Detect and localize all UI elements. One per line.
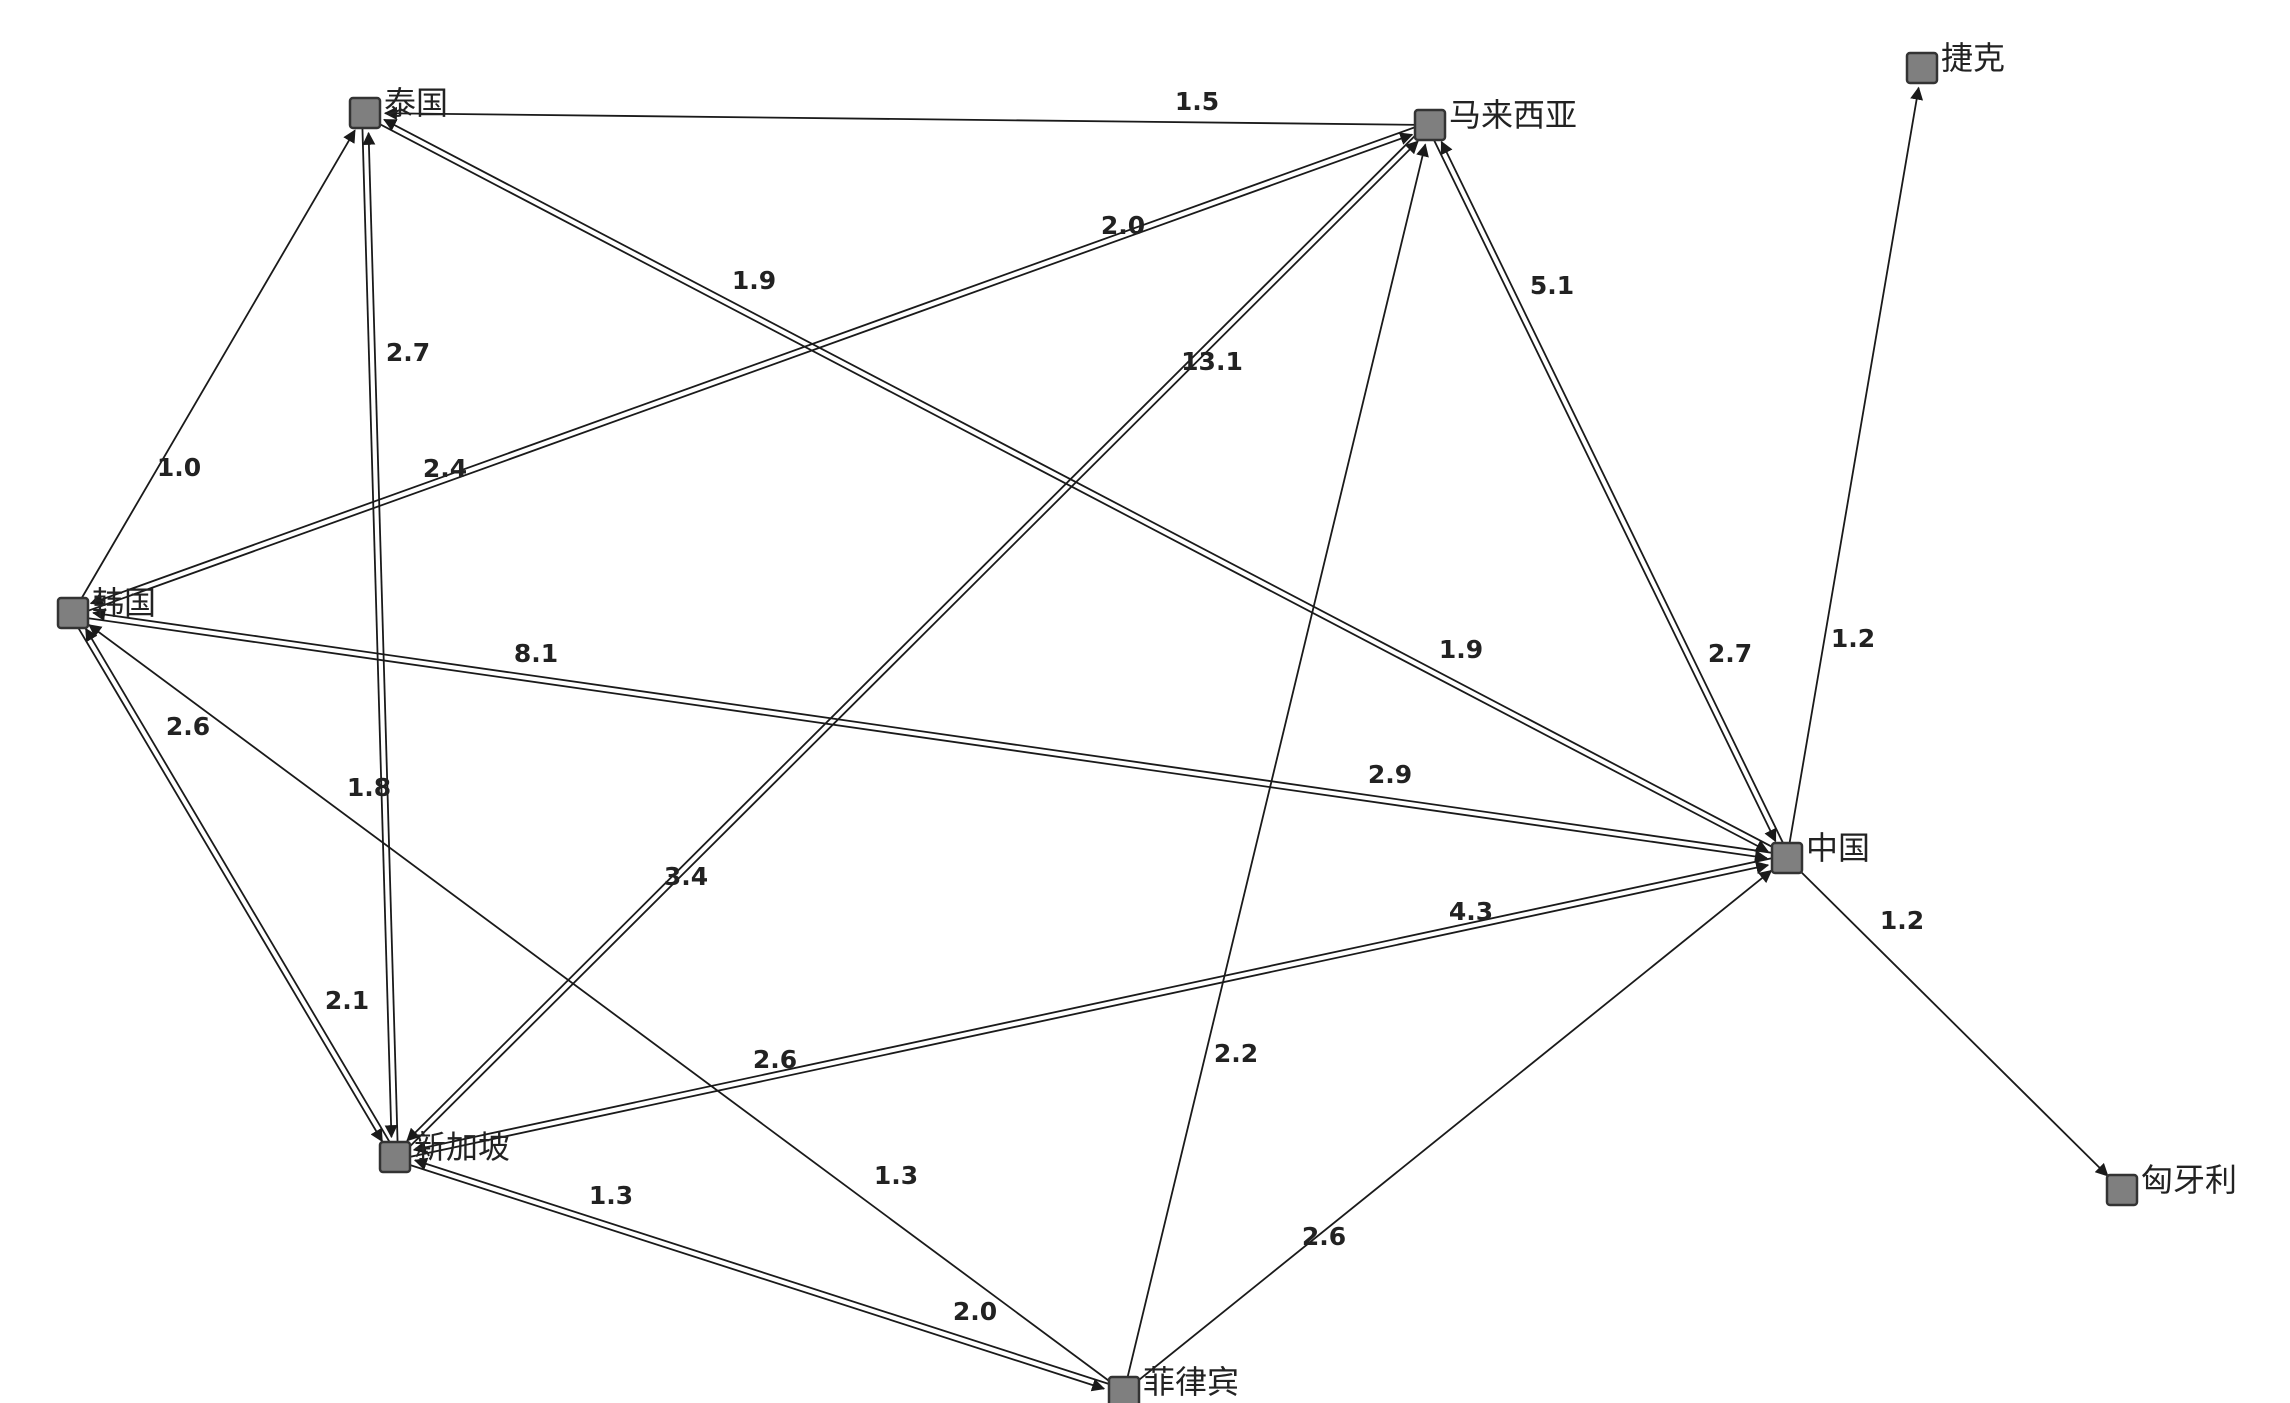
node-czech[interactable]: 捷克 [1905,39,2005,85]
node-box[interactable] [1107,1375,1141,1403]
edge-label-malaysia-to-singapore: 3.4 [664,862,708,891]
edge-malaysia-to-thailand [383,106,1431,126]
edge-china-to-singapore [412,854,1787,1154]
edge-thailand-to-singapore [361,113,398,1139]
edge-label-philippines-to-china: 2.6 [1302,1222,1346,1251]
node-label: 匈牙利 [2141,1161,2237,1199]
edge-philippines-to-china [1123,869,1773,1393]
edge-china-to-hungary [1786,857,2109,1177]
node-label: 菲律宾 [1143,1363,1239,1401]
edge-china-to-malaysia [1440,140,1791,858]
node-box[interactable] [2105,1173,2139,1207]
edge-china-to-thailand [383,118,1789,857]
node-china[interactable]: 中国 [1770,829,1870,875]
node-label: 新加坡 [414,1128,510,1166]
node-label: 泰国 [384,84,448,122]
node-korea[interactable]: 韩国 [56,584,156,630]
node-thailand[interactable]: 泰国 [348,84,448,130]
edge-label-singapore-to-china: 4.3 [1449,897,1493,926]
node-label: 捷克 [1941,39,2005,77]
edge-label-china-to-korea: 2.9 [1368,760,1412,789]
edges-layer [69,86,2109,1393]
edge-korea-to-thailand [72,129,356,614]
edge-label-korea-to-malaysia: 2.0 [1101,211,1145,240]
edge-label-thailand-to-china: 1.9 [732,266,776,295]
node-box[interactable] [1905,51,1939,85]
node-box[interactable] [1413,108,1447,142]
node-singapore[interactable]: 新加坡 [378,1128,510,1174]
edge-malaysia-to-china [1426,125,1777,843]
edge-korea-to-china [72,615,1768,863]
edge-philippines-to-korea [88,624,1125,1393]
edge-label-china-to-singapore: 2.6 [753,1045,797,1074]
edge-label-thailand-to-singapore: 2.7 [386,338,430,367]
edge-label-china-to-hungary: 1.2 [1880,906,1924,935]
edge-korea-to-singapore [69,614,384,1143]
edge-label-philippines-to-singapore: 1.3 [589,1181,633,1210]
edge-label-singapore-to-malaysia: 13.1 [1181,347,1243,376]
edge-singapore-to-korea [84,627,399,1156]
node-box[interactable] [1770,841,1804,875]
edge-singapore-to-malaysia [396,140,1419,1160]
edge-label-korea-to-china: 8.1 [514,639,558,668]
edge-label-malaysia-to-thailand: 1.5 [1175,87,1219,116]
node-box[interactable] [56,596,90,630]
edge-label-china-to-czech: 1.2 [1831,624,1875,653]
node-label: 韩国 [92,584,156,622]
edge-label-singapore-to-korea: 2.6 [166,712,210,741]
edge-label-singapore-to-thailand: 1.8 [347,773,391,802]
edge-china-to-czech [1786,86,1924,859]
edge-singapore-to-china [395,861,1770,1161]
edge-label-china-to-malaysia: 5.1 [1530,271,1574,300]
node-label: 马来西亚 [1449,96,1577,134]
edge-malaysia-to-singapore [406,122,1429,1142]
edge-label-malaysia-to-china: 2.7 [1708,639,1752,668]
edge-label-singapore-to-philippines: 2.0 [953,1297,997,1326]
node-malaysia[interactable]: 马来西亚 [1413,96,1577,142]
edge-philippines-to-malaysia [1123,143,1429,1393]
node-label: 中国 [1806,829,1870,867]
edge-label-malaysia-to-korea: 2.4 [423,454,467,483]
edge-label-philippines-to-malaysia: 2.2 [1214,1039,1258,1068]
edge-philippines-to-singapore [413,1157,1126,1391]
edge-label-korea-to-singapore: 2.1 [325,986,369,1015]
node-box[interactable] [348,96,382,130]
edge-labels-layer: 1.5 2.0 13.1 2.2 5.1 2.7 1.9 1.9 1.0 2.7 1.8 2.4 8.1… [157,87,1924,1326]
node-hungary[interactable]: 匈牙利 [2105,1161,2237,1207]
edge-label-china-to-thailand: 1.9 [1439,635,1483,664]
edge-korea-to-malaysia [73,132,1414,617]
edge-singapore-to-thailand [362,131,399,1157]
node-philippines[interactable]: 菲律宾 [1107,1363,1239,1403]
edge-label-korea-to-thailand: 1.0 [157,453,201,482]
edge-malaysia-to-korea [89,121,1430,606]
node-box[interactable] [378,1140,412,1174]
edge-china-to-korea [92,608,1788,856]
edge-singapore-to-philippines [393,1158,1106,1392]
edge-label-philippines-to-korea: 1.3 [874,1161,918,1190]
